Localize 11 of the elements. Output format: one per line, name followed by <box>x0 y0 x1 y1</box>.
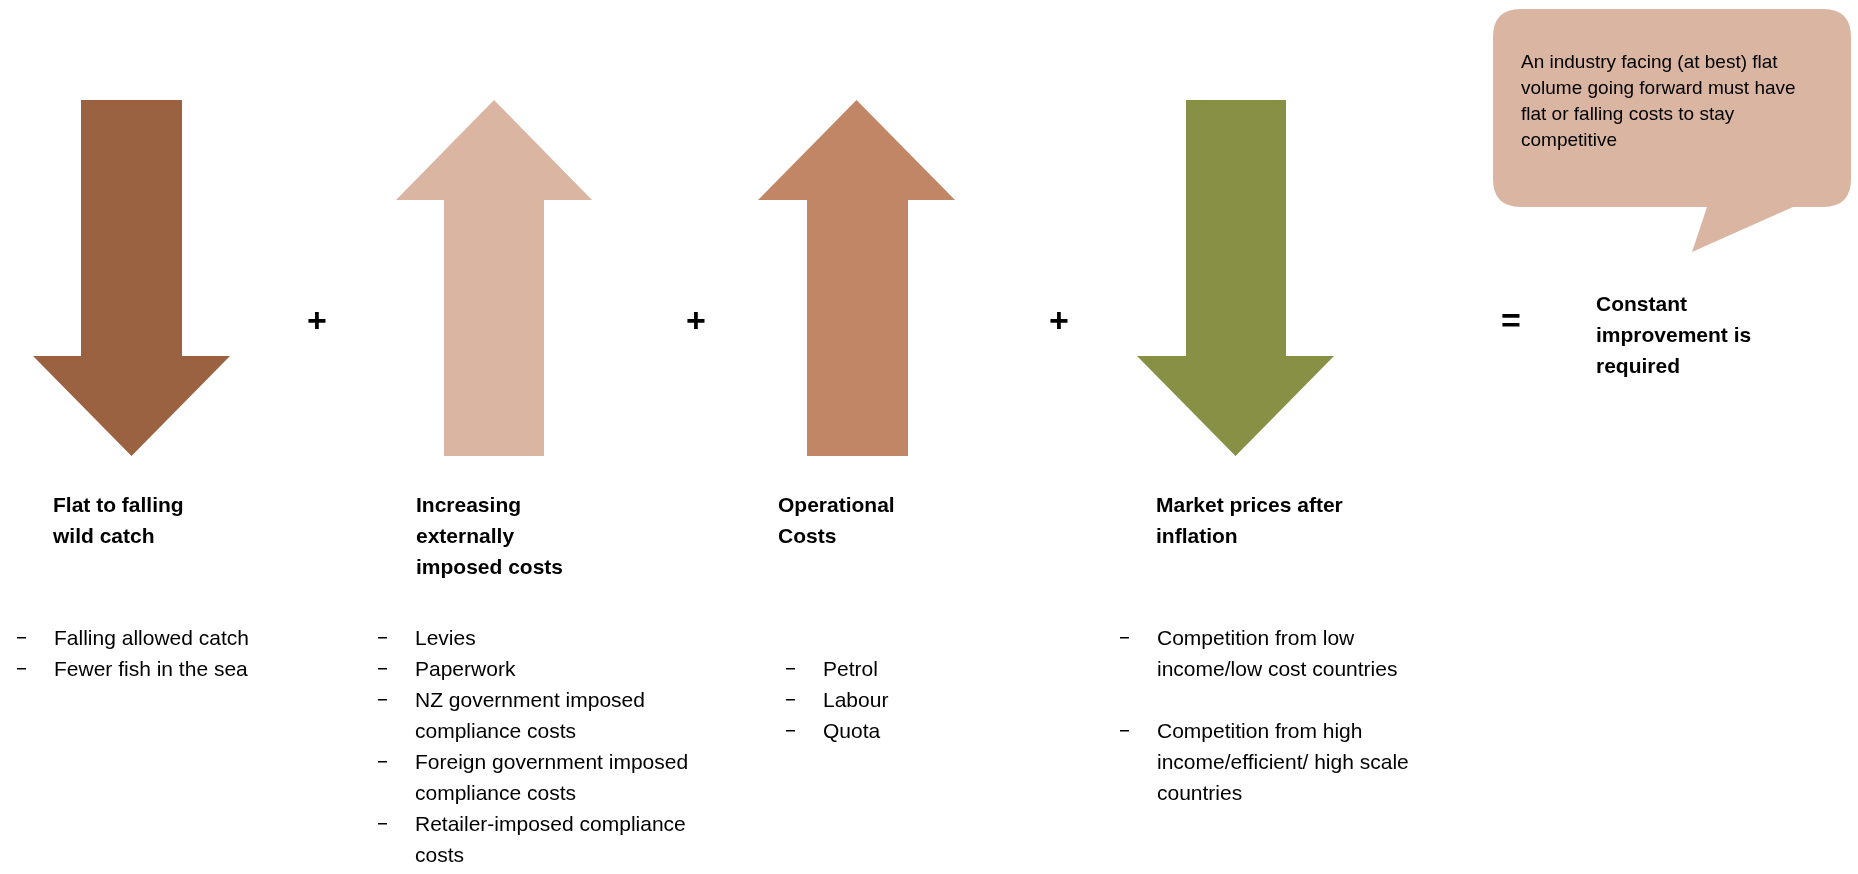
operator-sign: + <box>686 303 706 337</box>
heading-text: Increasing externally imposed costs <box>416 492 565 580</box>
callout-text: An industry facing (at best) flat volume going forward must have flat or falling costs to stay competitive <box>1521 50 1797 152</box>
speech-bubble <box>1493 9 1853 255</box>
heading-text: Constant improvement is required <box>1596 291 1753 379</box>
heading-text: Flat to falling wild catch <box>53 492 185 549</box>
operator-sign: + <box>1049 303 1069 337</box>
heading-text: Market prices after inflation <box>1156 492 1344 549</box>
operator-sign: = <box>1501 303 1521 337</box>
operator-sign: + <box>307 303 327 337</box>
heading-text: Operational Costs <box>778 492 896 549</box>
